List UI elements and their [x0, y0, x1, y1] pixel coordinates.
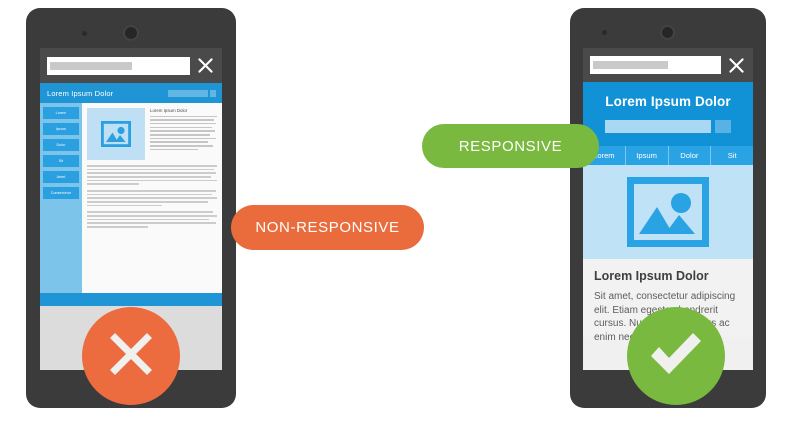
badge-responsive: RESPONSIVE: [422, 124, 599, 168]
search-input-right[interactable]: [605, 120, 711, 133]
article-paragraph-2-left: [87, 190, 217, 207]
image-placeholder-left: [87, 108, 145, 160]
site-body-left: Lorem Ipsum Dolor Sit Amet: [40, 103, 222, 293]
article-paragraph-1-left: [87, 165, 217, 186]
nav-item-lorem[interactable]: Lorem: [583, 146, 626, 165]
site-header-right: Lorem Ipsum Dolor: [583, 82, 753, 146]
front-camera-icon: [660, 25, 675, 40]
close-icon[interactable]: [728, 57, 745, 74]
sidebar-item-label: Consectetur: [50, 191, 72, 195]
sidebar-item-ipsum[interactable]: Ipsum: [43, 123, 79, 135]
sidebar-item-amet[interactable]: Amet: [43, 171, 79, 183]
browser-chrome-left: [40, 48, 222, 83]
status-badge-pass: [627, 307, 725, 405]
sidebar-item-label: Dolor: [56, 143, 66, 147]
phone-mockup-non-responsive: Lorem Ipsum Dolor Lorem Ipsum: [26, 8, 236, 408]
sidebar-item-sit[interactable]: Sit: [43, 155, 79, 167]
site-brand-left: Lorem Ipsum Dolor: [47, 88, 114, 98]
search-input-left[interactable]: [168, 89, 208, 97]
sidebar-item-dolor[interactable]: Dolor: [43, 139, 79, 151]
nav-item-sit[interactable]: Sit: [711, 146, 753, 165]
close-icon[interactable]: [197, 57, 214, 74]
badge-label: RESPONSIVE: [458, 137, 563, 155]
sidebar-item-consectetur[interactable]: Consectetur: [43, 187, 79, 199]
article-text-left: Lorem Ipsum Dolor: [150, 108, 217, 160]
site-nav-right: Lorem Ipsum Dolor Sit: [583, 146, 753, 165]
sidebar-item-lorem[interactable]: Lorem: [43, 107, 79, 119]
sidebar-item-label: Amet: [56, 175, 66, 179]
front-camera-icon: [123, 25, 139, 41]
nav-item-label: Dolor: [680, 151, 699, 160]
site-brand-right: Lorem Ipsum Dolor: [605, 94, 731, 109]
search-button-right[interactable]: [715, 120, 731, 133]
site-footer-bar-left: [40, 293, 222, 306]
desktop-site-preview: Lorem Ipsum Dolor Lorem Ipsum: [40, 83, 222, 370]
nav-item-dolor[interactable]: Dolor: [669, 146, 712, 165]
sidebar-item-label: Sit: [58, 159, 64, 163]
article-heading-left: Lorem Ipsum Dolor: [150, 108, 188, 113]
proximity-sensor-icon: [82, 31, 87, 36]
check-icon: [646, 328, 706, 385]
badge-non-responsive: NON-RESPONSIVE: [231, 205, 424, 250]
article-top-left: Lorem Ipsum Dolor: [87, 108, 217, 160]
site-search-right: [593, 120, 743, 133]
proximity-sensor-icon: [602, 30, 607, 35]
status-badge-fail: [82, 307, 180, 405]
phone-screen-left: Lorem Ipsum Dolor Lorem Ipsum: [40, 48, 222, 370]
browser-chrome-right: [583, 48, 753, 82]
nav-item-label: Ipsum: [636, 151, 657, 160]
article-heading-right: Lorem Ipsum Dolor: [594, 269, 709, 283]
badge-label: NON-RESPONSIVE: [255, 219, 400, 236]
url-text-fill: [50, 61, 133, 70]
site-search-left: [168, 89, 216, 97]
nav-item-label: Sit: [727, 151, 737, 160]
sidebar-item-label: Ipsum: [55, 127, 67, 131]
site-main-left: Lorem Ipsum Dolor: [82, 103, 222, 293]
x-icon: [103, 326, 159, 387]
url-text-fill: [593, 61, 668, 69]
image-placeholder-right: [583, 165, 753, 259]
site-header-left: Lorem Ipsum Dolor: [40, 83, 222, 103]
nav-item-ipsum[interactable]: Ipsum: [626, 146, 669, 165]
nav-item-label: Lorem: [593, 151, 615, 160]
site-sidebar-left: Lorem Ipsum Dolor Sit Amet: [40, 103, 82, 293]
search-button-left[interactable]: [210, 89, 216, 97]
article-paragraph-3-left: [87, 211, 217, 228]
url-input-right[interactable]: [590, 56, 721, 74]
sidebar-item-label: Lorem: [55, 111, 67, 115]
article-body-lines-left: [150, 115, 217, 151]
url-input-left[interactable]: [47, 56, 190, 75]
